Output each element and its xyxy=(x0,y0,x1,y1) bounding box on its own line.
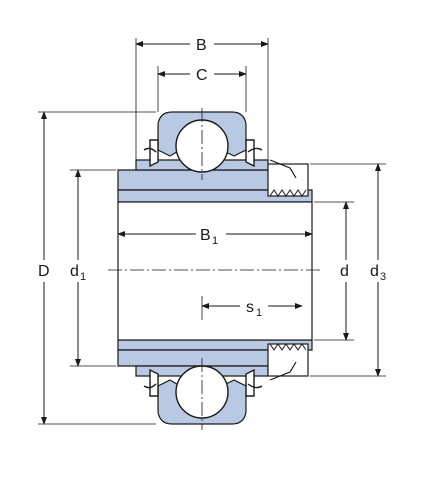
inner-ring-top xyxy=(117,169,313,203)
label-B1: B xyxy=(200,227,211,244)
label-d1-sub: 1 xyxy=(80,271,86,283)
label-B1-sub: 1 xyxy=(212,235,218,247)
label-D: D xyxy=(38,263,50,280)
label-B: B xyxy=(196,37,207,54)
threaded-sleeve xyxy=(267,159,309,381)
label-s1: s xyxy=(246,299,254,316)
label-d: d xyxy=(340,263,349,280)
label-d1: d xyxy=(70,263,79,280)
label-C: C xyxy=(196,67,208,84)
label-s1-sub: 1 xyxy=(256,307,262,319)
seals xyxy=(143,139,263,397)
label-d3-sub: 3 xyxy=(380,271,386,283)
label-d3: d xyxy=(370,263,379,280)
